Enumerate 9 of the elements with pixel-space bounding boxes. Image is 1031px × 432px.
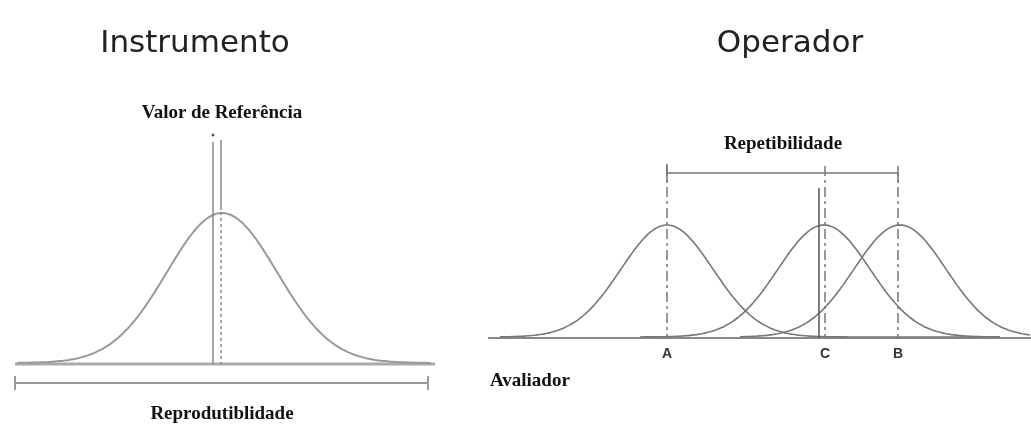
axis-label: Valor de Referência	[141, 102, 303, 121]
point-label: C	[819, 346, 831, 360]
axis-label: Repetibilidade	[723, 133, 843, 152]
panel-title: Instrumento	[100, 26, 290, 57]
axis-label: Avaliador	[490, 370, 570, 389]
axis-label: Reprodutiblidade	[150, 403, 294, 422]
point-label: A	[661, 346, 673, 360]
panel-title: Operador	[716, 26, 864, 57]
point-label: B	[892, 346, 904, 360]
